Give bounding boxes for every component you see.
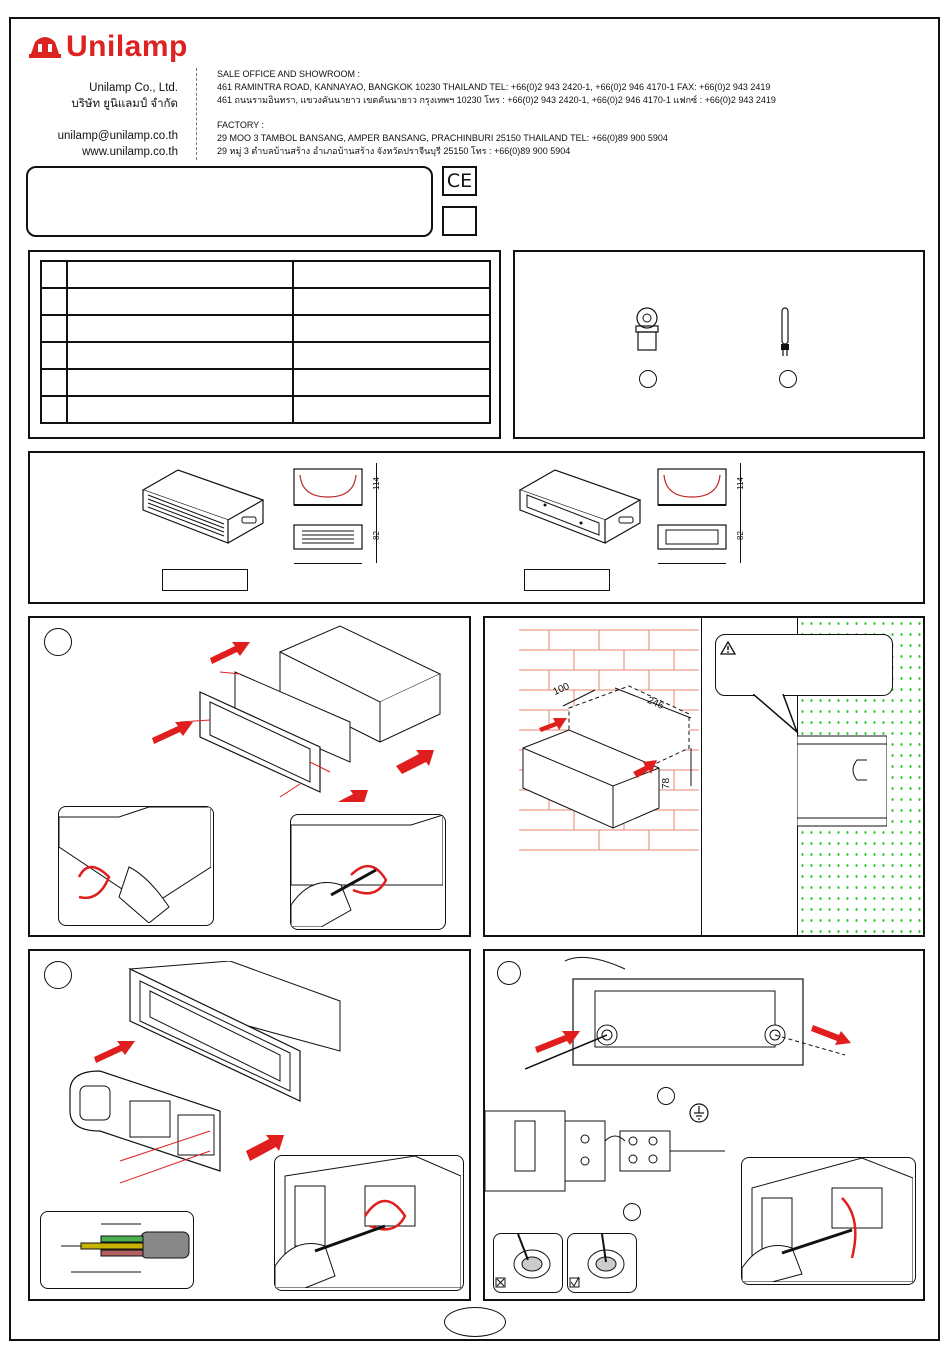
sale-office-address-en: 461 RAMINTRA ROAD, KANNAYAO, BANGKOK 102… — [217, 82, 771, 92]
model-code-box-2 — [524, 569, 610, 591]
spec-table — [40, 260, 491, 424]
reassembly-detail — [741, 1157, 916, 1285]
wall-section-housing — [797, 735, 887, 827]
sale-office-title: SALE OFFICE AND SHOWROOM : — [217, 69, 361, 79]
glass-model-drawing — [518, 469, 642, 544]
louver-top-view — [293, 524, 363, 550]
company-name-en: Unilamp Co., Ltd. — [89, 82, 178, 94]
gland-correct-drawing — [569, 1233, 625, 1288]
step-2-panel: 100 246 78 — [483, 616, 925, 937]
section-divider — [701, 618, 702, 935]
lamp-option-marker-1 — [639, 370, 657, 388]
gear-tray-detail — [274, 1155, 464, 1291]
cover-removal-drawing — [290, 814, 444, 928]
table-row — [40, 260, 491, 289]
detail-cover-removal — [290, 814, 446, 930]
louver-model-drawing — [141, 469, 265, 544]
spec-panel — [28, 250, 501, 439]
depth-82-label: 82 — [371, 531, 381, 540]
certification-box — [442, 206, 477, 236]
table-row — [40, 287, 491, 316]
brand-logo: Unilamp — [28, 30, 188, 64]
glass-top-view — [657, 524, 727, 550]
wire-strip-drawing — [61, 1223, 190, 1273]
terminal-wiring-drawing — [485, 1110, 725, 1192]
table-row — [40, 341, 491, 370]
height-dimension-line-2 — [740, 463, 741, 563]
led-lamp-icon — [635, 307, 659, 351]
company-website: www.unilamp.co.th — [82, 146, 178, 158]
reassembly-drawing — [741, 1157, 914, 1283]
callout-pointer — [753, 694, 799, 734]
terminal-marker-n — [623, 1203, 641, 1221]
step-4-number-circle — [497, 961, 521, 985]
louver-front-view — [293, 468, 363, 506]
height-dimension-line — [376, 463, 377, 563]
step-4-panel — [483, 949, 925, 1301]
screw-removal-drawing — [58, 806, 212, 924]
step-3-panel — [28, 949, 471, 1301]
header-divider — [196, 68, 197, 160]
height-114-label-2: 114 — [735, 477, 745, 490]
ce-mark: CE — [446, 170, 473, 192]
models-panel: 114 82 114 82 — [28, 451, 925, 604]
gear-tray-detail-drawing — [274, 1155, 462, 1289]
product-name-box — [26, 166, 433, 237]
width-dimension-line — [294, 563, 362, 564]
company-name-th: บริษัท ยูนิแลมป์ จำกัด — [71, 98, 178, 110]
lamp-logo-icon — [29, 37, 61, 58]
warning-callout — [715, 634, 893, 696]
warning-triangle-icon — [720, 641, 736, 655]
gland-incorrect-drawing — [495, 1233, 551, 1288]
detail-screw-removal — [58, 806, 214, 926]
table-row — [40, 314, 491, 343]
wire-strip-detail — [40, 1211, 194, 1289]
table-row — [40, 395, 491, 424]
tube-lamp-icon — [781, 307, 789, 356]
brick-wall-drawing — [519, 629, 699, 851]
cable-entry-drawing — [525, 956, 851, 1070]
gland-correct-detail — [567, 1233, 637, 1293]
ground-symbol-icon — [689, 1103, 709, 1123]
factory-address-th: 29 หมู่ 3 ตำบลบ้านสร้าง อำเภอบ้านสร้าง จ… — [217, 146, 571, 156]
glass-front-view — [657, 468, 727, 506]
table-row — [40, 368, 491, 397]
page-frame — [9, 17, 940, 1341]
model-code-box-1 — [162, 569, 248, 591]
sale-office-address-th: 461 ถนนรามอินทรา, แขวงคันนายาว เขตคันนาย… — [217, 95, 776, 105]
company-email: unilamp@unilamp.co.th — [57, 130, 178, 142]
disassembly-drawing — [152, 625, 442, 802]
gland-incorrect-detail — [493, 1233, 563, 1293]
gear-tray-removal-drawing — [69, 961, 341, 1184]
ce-mark-box: CE — [442, 166, 477, 196]
factory-title: FACTORY : — [217, 120, 265, 130]
depth-82-label-2: 82 — [735, 531, 745, 540]
lamp-option-marker-2 — [779, 370, 797, 388]
step-3-number-circle — [44, 961, 72, 989]
page-number-oval — [444, 1307, 506, 1337]
height-114-label: 114 — [371, 477, 381, 490]
wall-height-label: 78 — [661, 777, 673, 790]
lamp-options-panel — [513, 250, 925, 439]
width-dimension-line-2 — [658, 563, 726, 564]
brand-name: Unilamp — [66, 30, 188, 63]
step-1-number-circle — [44, 628, 72, 656]
factory-address-en: 29 MOO 3 TAMBOL BANSANG, AMPER BANSANG, … — [217, 133, 668, 143]
step-1-panel — [28, 616, 471, 937]
terminal-marker-l — [657, 1087, 675, 1105]
